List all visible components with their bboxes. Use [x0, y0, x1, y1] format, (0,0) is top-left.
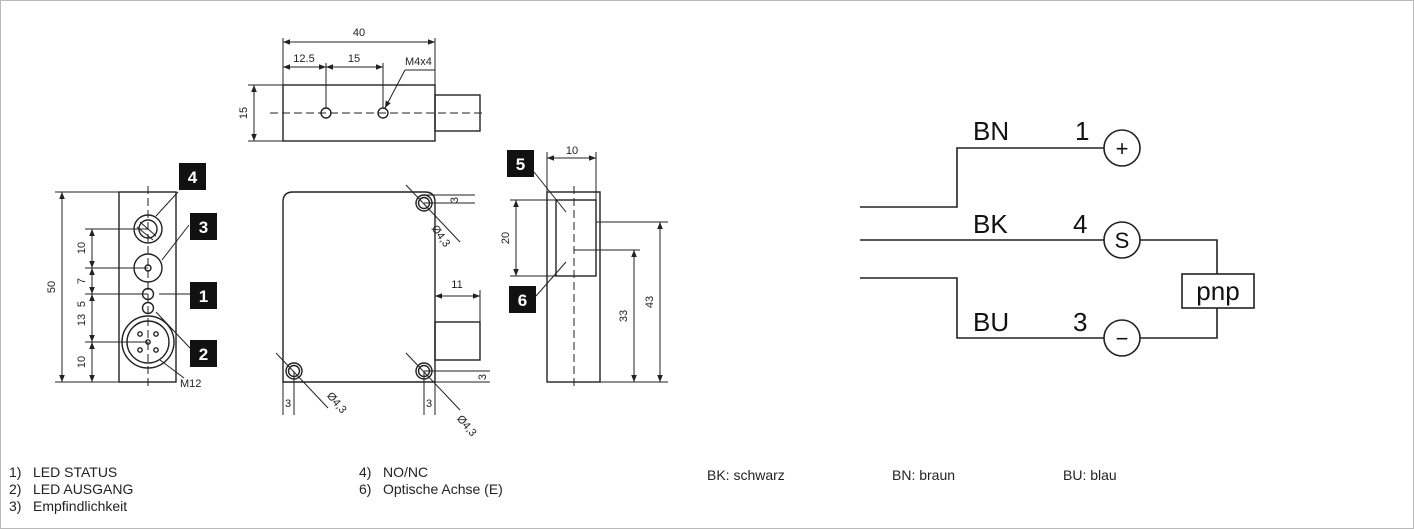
color-code-bn: BN: braun: [892, 467, 956, 483]
wire-bu: [860, 277, 1104, 339]
dim-connector-width: 11: [451, 279, 462, 291]
dim-hole-diameter-top: Ø4,3: [429, 223, 453, 249]
dim-top-width: 40: [353, 27, 365, 39]
dim-left-d1: 10: [76, 242, 88, 254]
legend-middle: 4)NO/NC 6)Optische Achse (E): [359, 464, 503, 498]
dim-top-offset-2: 15: [348, 53, 360, 65]
badge-2: 2: [190, 340, 217, 367]
pnp-box: [1181, 273, 1255, 309]
top-view: [248, 38, 485, 142]
svg-text:2: 2: [199, 345, 208, 364]
svg-text:5: 5: [516, 155, 525, 174]
badge-4: 4: [179, 163, 206, 190]
front-view-left: [55, 186, 191, 390]
wire-pin-bn: 1: [1075, 116, 1089, 146]
wire-bn: [860, 147, 1104, 208]
svg-text:6: 6: [518, 291, 527, 310]
dim-top-offset-1: 12.5: [293, 53, 314, 65]
legend-left: 1)LED STATUS 2)LED AUSGANG 3)Empfindlich…: [9, 464, 133, 515]
color-code-bk: BK: schwarz: [707, 467, 785, 483]
wire-label-bu: BU: [973, 307, 1009, 337]
main-view: [275, 184, 490, 415]
legend-item: 2)LED AUSGANG: [9, 481, 134, 497]
badge-1: 1: [190, 282, 217, 309]
dim-left-d2: 7: [76, 278, 88, 284]
wire-pin-bk: 4: [1073, 209, 1087, 239]
led-output: [141, 301, 155, 315]
plus-icon: +: [1116, 136, 1129, 161]
dim-side-h1: 33: [618, 310, 630, 322]
dim-left-total: 50: [46, 281, 58, 293]
dim-left-d4: 13: [76, 314, 88, 326]
svg-text:4: 4: [188, 168, 198, 187]
main-connector: [434, 321, 481, 361]
optic-window: [555, 199, 597, 277]
dim-side-h2: 43: [644, 296, 656, 308]
output-type: pnp: [1196, 276, 1239, 306]
svg-text:3: 3: [199, 218, 208, 237]
dim-hole-diameter-left: Ø4,3: [324, 390, 349, 416]
pin-plus-circle: [1103, 129, 1141, 167]
side-view: [510, 152, 668, 390]
dim-hole-offset-bottom: 3: [477, 374, 489, 380]
dim-left-d3: 5: [76, 301, 88, 307]
dim-connector: M12: [180, 378, 201, 390]
dim-side-width: 10: [566, 145, 578, 157]
signal-icon: S: [1115, 228, 1130, 253]
dim-left-d5: 10: [76, 356, 88, 368]
legend-item: 1)LED STATUS: [9, 464, 118, 480]
legend-item: 6)Optische Achse (E): [359, 481, 503, 497]
badge-5: 5: [507, 150, 534, 177]
dim-side-optic: 20: [500, 232, 512, 244]
output-wire-top: [1140, 239, 1218, 274]
dim-hole-offset-right: 3: [426, 398, 432, 410]
output-wire-bottom: [1140, 308, 1218, 339]
dim-top-height: 15: [238, 107, 250, 119]
legend-item: 4)NO/NC: [359, 464, 429, 480]
dim-hole-offset-left: 3: [285, 398, 291, 410]
svg-text:1: 1: [199, 287, 208, 306]
wire-pin-bu: 3: [1073, 307, 1087, 337]
wiring-diagram: [860, 129, 1255, 357]
wire-label-bk: BK: [973, 209, 1008, 239]
minus-icon: −: [1116, 326, 1129, 351]
dim-hole-diameter-right: Ø4,3: [454, 413, 479, 439]
color-code-bu: BU: blau: [1063, 467, 1117, 483]
badge-6: 6: [509, 286, 536, 313]
main-body: [282, 191, 436, 383]
dim-hole-offset-top: 3: [449, 197, 461, 203]
dim-thread: M4x4: [405, 56, 432, 68]
legend-item: 3)Empfindlichkeit: [9, 498, 128, 514]
badge-3: 3: [190, 213, 217, 240]
wire-label-bn: BN: [973, 116, 1009, 146]
